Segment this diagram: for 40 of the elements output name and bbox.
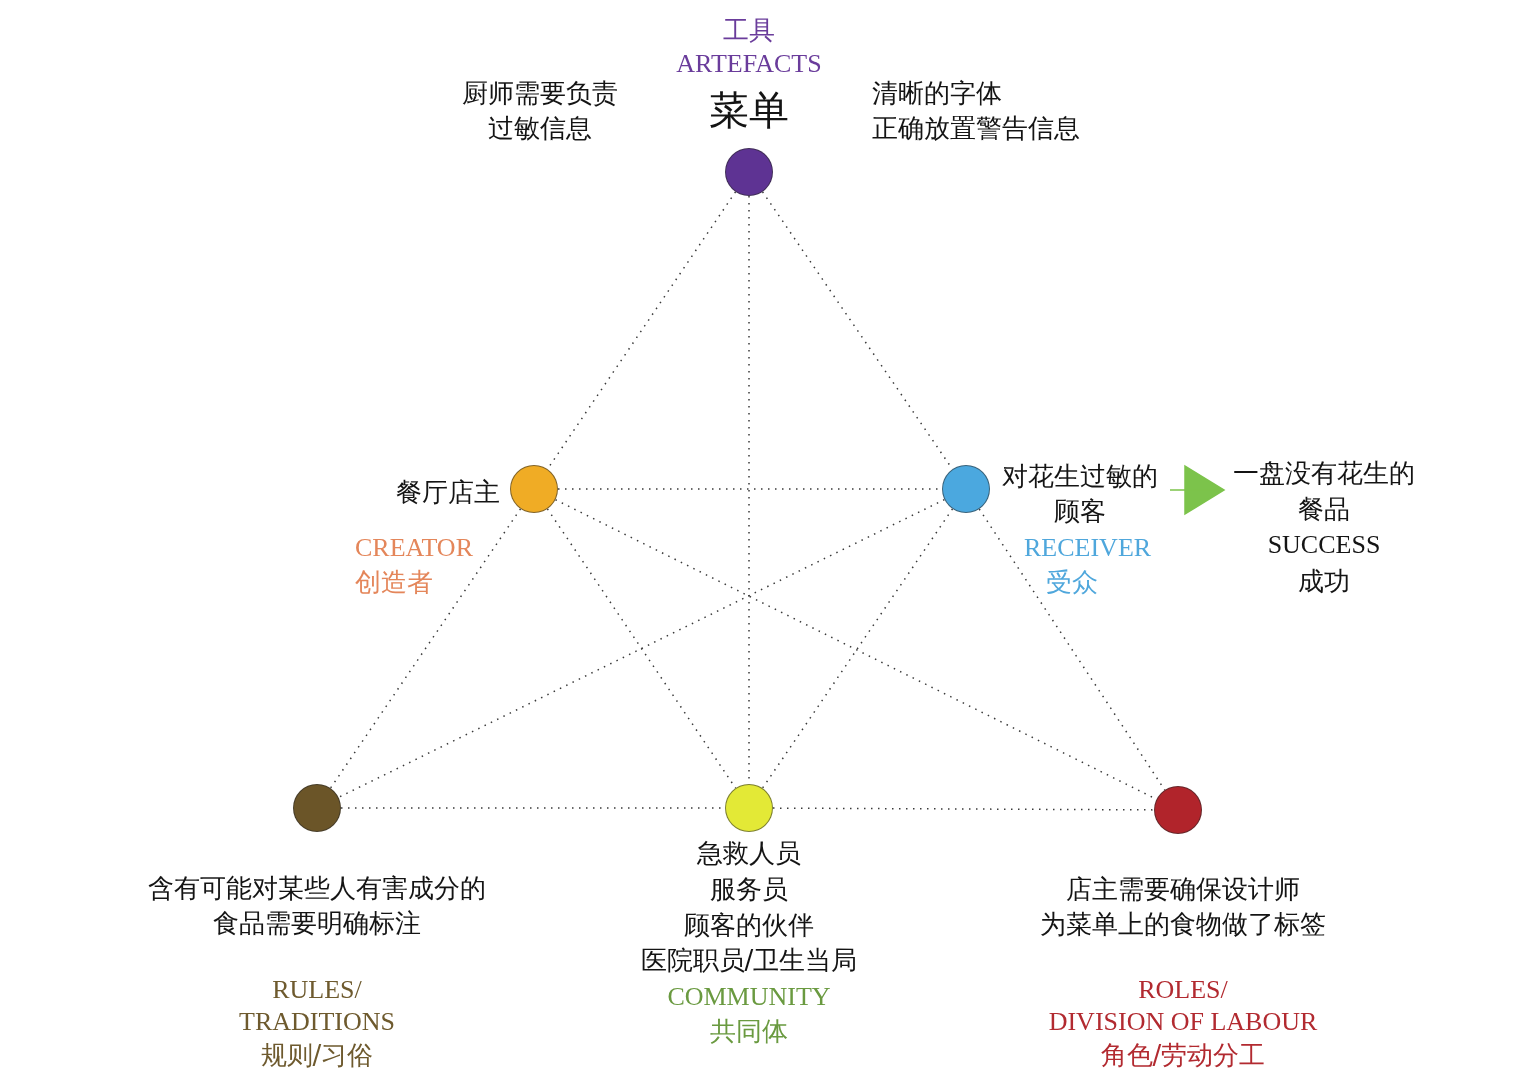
node-circle <box>942 465 990 513</box>
list-item-text: 医院职员/卫生当局 <box>640 944 858 977</box>
list-item-text: 顾客的伙伴 <box>684 909 814 942</box>
node-circle <box>293 784 341 832</box>
node-title: 对花生过敏的顾客 <box>1002 460 1158 528</box>
dotted-line <box>329 508 522 789</box>
node-circle <box>725 784 773 832</box>
note-text: 店主需要确保设计师为菜单上的食物做了标签 <box>1040 873 1326 941</box>
category-label: 角色/劳动分工 <box>1100 1039 1266 1072</box>
outcome-label: SUCCESS <box>1267 529 1381 561</box>
node-title: 餐厅店主 <box>396 476 500 509</box>
node-circle <box>510 465 558 513</box>
node-circle <box>1154 786 1202 834</box>
dotted-line <box>337 498 946 799</box>
category-label: COMMUNITY <box>667 981 831 1013</box>
category-label: 受众 <box>1046 566 1098 599</box>
arrow <box>1169 464 1225 515</box>
category-label: ROLES/ DIVISION OF LABOUR <box>1048 974 1318 1038</box>
list-item-text: 急救人员 <box>697 837 801 870</box>
note-text: 清晰的字体 <box>872 77 1002 110</box>
dotted-line <box>546 508 737 789</box>
dotted-line <box>772 807 1155 811</box>
node-circle <box>725 148 773 196</box>
category-label: 规则/习俗 <box>260 1039 374 1072</box>
dotted-line <box>761 508 954 789</box>
note-text: 含有可能对某些人有害成分的食品需要明确标注 <box>148 872 486 940</box>
outcome-text: 一盘没有花生的餐品 <box>1233 457 1415 526</box>
category-label: CREATOR <box>355 532 473 564</box>
category-label: RECEIVER <box>1024 532 1152 564</box>
node-title: 菜单 <box>709 86 789 134</box>
outcome-label: 成功 <box>1298 565 1350 598</box>
category-label: 工具 <box>723 14 775 47</box>
category-label: 共同体 <box>710 1015 788 1048</box>
note-text: 厨师需要负责过敏信息 <box>462 77 618 145</box>
list-item-text: 服务员 <box>710 873 788 906</box>
note-text: 正确放置警告信息 <box>872 112 1080 145</box>
category-label: RULES/ TRADITIONS <box>239 974 395 1038</box>
category-label: ARTEFACTS <box>676 48 822 80</box>
dotted-line <box>978 508 1166 791</box>
category-label: 创造者 <box>355 566 433 599</box>
